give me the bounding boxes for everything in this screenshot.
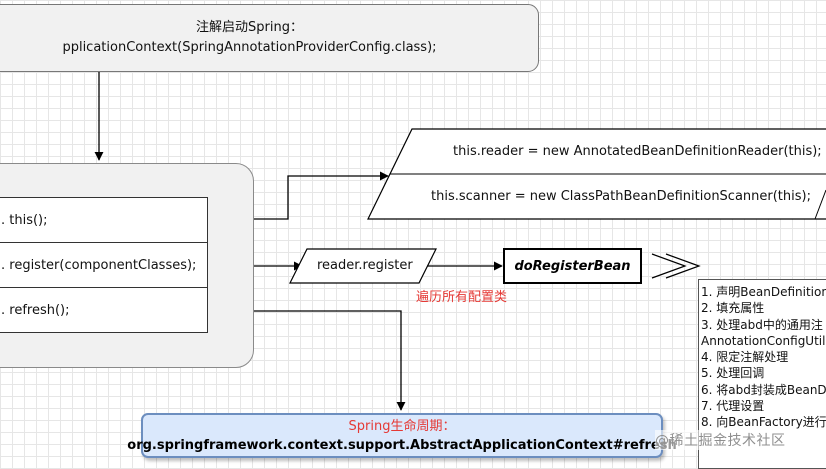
row-this: . this(); [0, 197, 208, 243]
start-node-code: pplicationContext(SpringAnnotationProvid… [62, 40, 437, 55]
double-chevron-icon [651, 253, 687, 279]
iterate-config-note: 遍历所有配置类 [416, 290, 508, 305]
step-item: 1. 声明BeanDefinition [701, 285, 826, 299]
do-register-bean-box [503, 248, 642, 284]
reader-register-label: reader.register [317, 258, 413, 273]
row-refresh: . refresh(); [0, 287, 208, 333]
do-register-bean-label: doRegisterBean [514, 258, 631, 274]
lifecycle-title: Spring生命周期： [348, 418, 456, 434]
row-register: . register(componentClasses); [0, 242, 208, 288]
watermark: @稀土掘金技术社区 [655, 430, 786, 450]
start-node-title: 注解启动Spring： [196, 20, 303, 35]
step-item: AnnotationConfigUtils [701, 333, 826, 348]
reader-scanner-right-edge [814, 189, 826, 220]
start-node: 注解启动Spring： pplicationContext(SpringAnno… [0, 4, 539, 72]
reader-label: this.reader = new AnnotatedBeanDefinitio… [453, 144, 822, 159]
step-item: 8. 向BeanFactory进行 [701, 415, 826, 430]
lifecycle-method: org.springframework.context.support.Abst… [127, 437, 677, 453]
step-item: 2. 填充属性 [701, 301, 765, 316]
row-this-label: . this(); [1, 212, 48, 228]
reader-register-shape [289, 248, 437, 284]
scanner-label: this.scanner = new ClassPathBeanDefiniti… [431, 189, 811, 204]
step-item: 5. 处理回调 [701, 366, 765, 381]
step-item: 3. 处理abd中的通用注 [701, 317, 823, 332]
row-register-label: . register(componentClasses); [1, 257, 197, 273]
step-item: 7. 代理设置 [701, 399, 765, 414]
row-refresh-label: . refresh(); [1, 302, 70, 318]
lifecycle-node: Spring生命周期： org.springframework.context.… [127, 413, 677, 458]
step-item: 6. 将abd封装成BeanD [701, 382, 826, 397]
arrow-refresh-to-lifecycle [208, 310, 406, 411]
double-chevron-icon-inner [665, 253, 701, 279]
step-item: 4. 限定注解处理 [701, 350, 789, 365]
